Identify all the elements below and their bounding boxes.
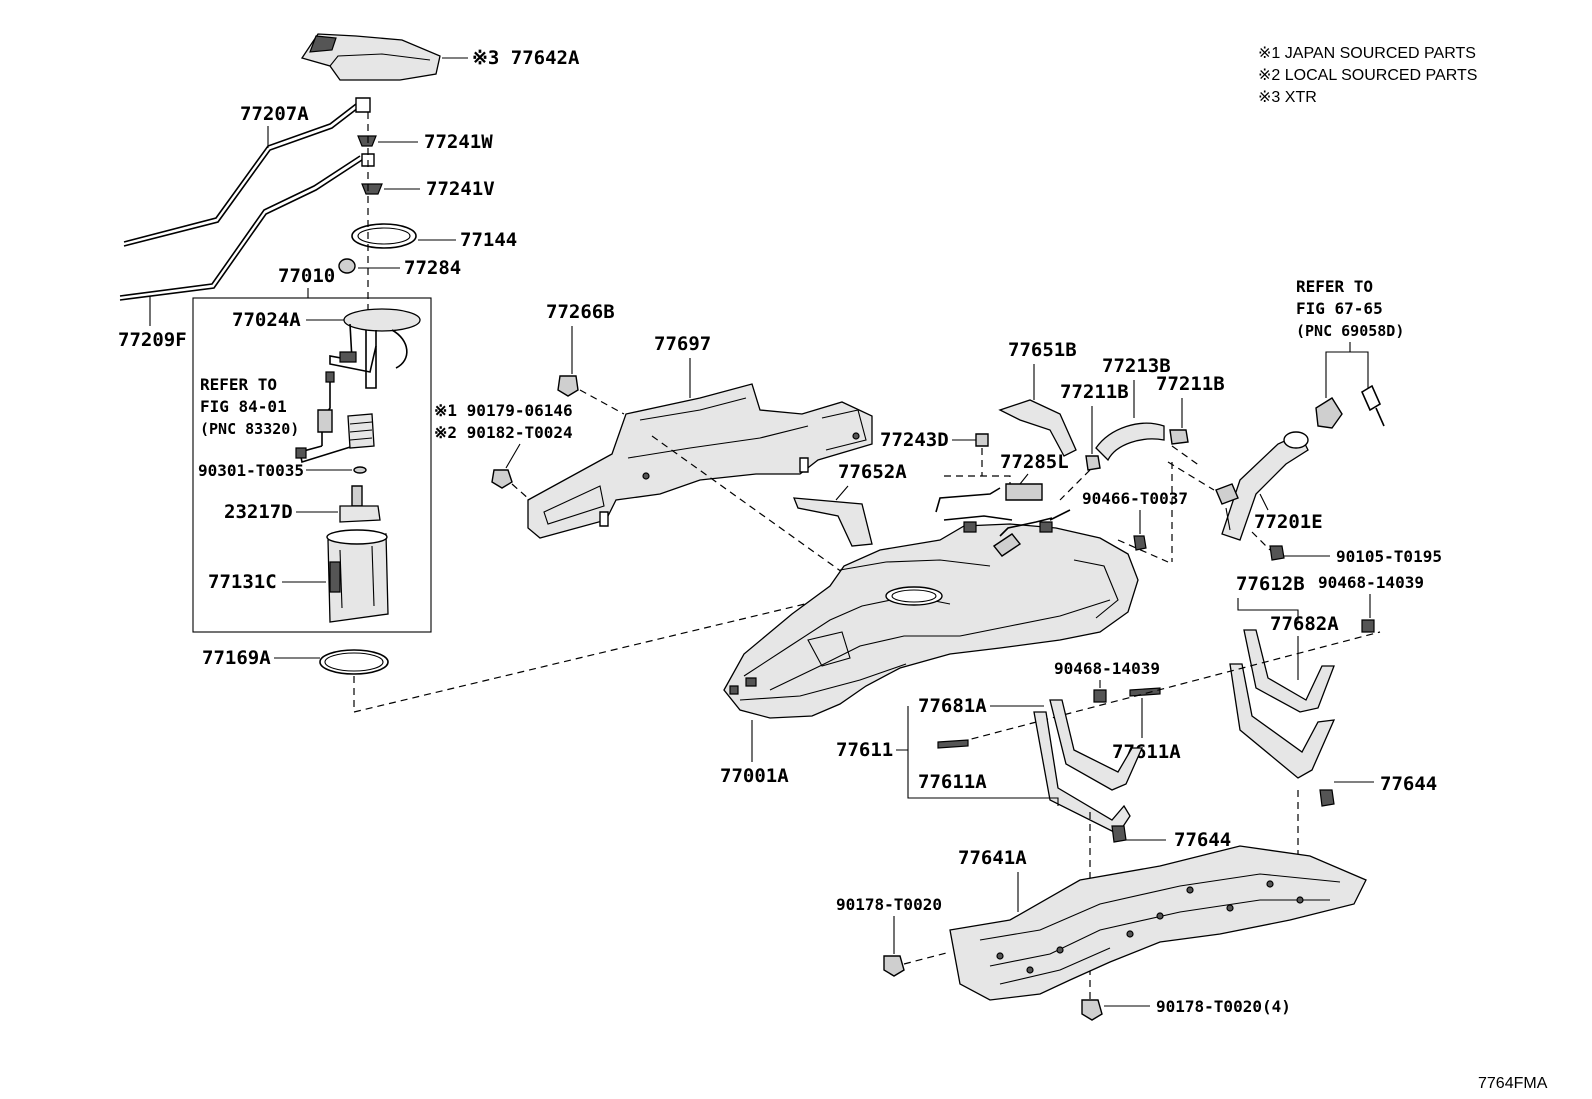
label-77682A[interactable]: 77682A (1270, 613, 1339, 635)
label-77243D[interactable]: 77243D (880, 429, 949, 451)
part-77211B-clamp-a[interactable] (1085, 455, 1101, 471)
label-ref84-line1[interactable]: REFER TO (200, 375, 277, 394)
label-ref84-line2[interactable]: FIG 84-01 (200, 397, 287, 416)
legend: ※1 JAPAN SOURCED PARTS ※2 LOCAL SOURCED … (1258, 45, 1477, 106)
label-77144[interactable]: 77144 (460, 229, 517, 251)
label-90468-14039-a[interactable]: 90468-14039 (1318, 573, 1424, 592)
part-77652A-pad[interactable] (793, 497, 873, 547)
label-77611[interactable]: 77611 (836, 739, 893, 761)
label-90182-T0024[interactable]: ※2 90182-T0024 (434, 423, 573, 442)
label-77266B[interactable]: 77266B (546, 301, 615, 323)
label-77241W[interactable]: 77241W (424, 131, 493, 153)
part-90301-T0035-oring[interactable] (353, 466, 367, 474)
diagram-code: 7764FMA (1478, 1075, 1548, 1092)
part-fuel-cap-lock[interactable] (1315, 384, 1385, 429)
part-90468-14039-clip-a[interactable] (1361, 619, 1375, 633)
label-77207A[interactable]: 77207A (240, 103, 309, 125)
label-77611A-a[interactable]: 77611A (1112, 741, 1181, 763)
part-77611A-bolt-a[interactable] (1129, 687, 1161, 697)
part-77211B-clamp-b[interactable] (1169, 429, 1189, 445)
label-90301-T0035[interactable]: 90301-T0035 (198, 461, 304, 480)
part-77697-heat-shield[interactable] (527, 383, 873, 539)
part-90179-nut[interactable] (491, 469, 513, 489)
legend-2: ※2 LOCAL SOURCED PARTS (1258, 67, 1477, 84)
label-90466-T0037[interactable]: 90466-T0037 (1082, 489, 1188, 508)
label-77611A-b[interactable]: 77611A (918, 771, 987, 793)
label-77644-a[interactable]: 77644 (1380, 773, 1437, 795)
label-77209F[interactable]: 77209F (118, 329, 187, 351)
part-77644-bolt-b[interactable] (1111, 825, 1127, 843)
part-77169A-gasket[interactable] (319, 649, 389, 675)
part-23217D-pump[interactable] (339, 485, 381, 523)
part-90466-T0037-clip[interactable] (1133, 535, 1147, 551)
part-77284-grommet[interactable] (338, 258, 356, 274)
label-77284[interactable]: 77284 (404, 257, 461, 279)
part-77642A-cover[interactable] (300, 33, 441, 81)
part-77612B-rear-strap[interactable] (1229, 629, 1336, 779)
label-77241V[interactable]: 77241V (426, 178, 495, 200)
part-77213B-hose[interactable] (1095, 422, 1165, 462)
label-77201E[interactable]: 77201E (1254, 511, 1323, 533)
part-77285L-bracket[interactable] (1005, 483, 1043, 501)
part-90105-T0195-bolt[interactable] (1269, 545, 1285, 561)
label-77681A[interactable]: 77681A (918, 695, 987, 717)
label-77641A[interactable]: 77641A (958, 847, 1027, 869)
group-77010-box (192, 297, 432, 633)
label-77211B-b[interactable]: 77211B (1156, 373, 1225, 395)
part-fuel-sender[interactable] (295, 371, 361, 464)
label-ref67-line3[interactable]: (PNC 69058D) (1296, 322, 1404, 340)
part-77241V-clip[interactable] (361, 183, 383, 195)
label-77652A[interactable]: 77652A (838, 461, 907, 483)
part-vapor-tube-assembly[interactable] (935, 487, 1071, 557)
legend-3: ※3 XTR (1258, 89, 1317, 106)
part-77144-ring[interactable] (351, 223, 417, 249)
part-77201E-filler-neck[interactable] (1215, 431, 1309, 541)
label-77001A[interactable]: 77001A (720, 765, 789, 787)
legend-1: ※1 JAPAN SOURCED PARTS (1258, 45, 1476, 62)
part-77644-bolt-a[interactable] (1319, 789, 1335, 807)
part-fuel-filter[interactable] (347, 413, 375, 449)
label-77211B-a[interactable]: 77211B (1060, 381, 1129, 403)
label-77131C[interactable]: 77131C (208, 571, 277, 593)
label-23217D[interactable]: 23217D (224, 501, 293, 523)
label-77697[interactable]: 77697 (654, 333, 711, 355)
part-77024A-pump-top[interactable] (329, 308, 421, 389)
label-ref67-line1[interactable]: REFER TO (1296, 277, 1373, 296)
part-77209F-tube[interactable] (119, 153, 375, 301)
label-77169A[interactable]: 77169A (202, 647, 271, 669)
part-90468-14039-clip-b[interactable] (1093, 689, 1107, 703)
part-90178-T0020-bolt-b[interactable] (1081, 999, 1103, 1021)
part-90178-T0020-bolt-a[interactable] (883, 955, 905, 977)
label-90178-T0020-a[interactable]: 90178-T0020 (836, 895, 942, 914)
part-77243D-clip[interactable] (975, 433, 989, 447)
label-77024A[interactable]: 77024A (232, 309, 301, 331)
part-77241W-clip[interactable] (357, 135, 377, 147)
label-77644-b[interactable]: 77644 (1174, 829, 1231, 851)
part-77266B-clip[interactable] (557, 375, 579, 397)
part-77131C-canister[interactable] (326, 529, 389, 623)
label-90178-T0020-4[interactable]: 90178-T0020(4) (1156, 997, 1291, 1016)
label-77213B[interactable]: 77213B (1102, 355, 1171, 377)
label-77285L[interactable]: 77285L (1000, 451, 1069, 473)
label-77010[interactable]: 77010 (278, 265, 335, 287)
label-77651B[interactable]: 77651B (1008, 339, 1077, 361)
label-77612B[interactable]: 77612B (1236, 573, 1305, 595)
part-77681A-front-strap[interactable] (1033, 699, 1144, 835)
part-77651B-pad[interactable] (998, 399, 1077, 457)
label-90105-T0195[interactable]: 90105-T0195 (1336, 547, 1442, 566)
label-90179-06146[interactable]: ※1 90179-06146 (434, 401, 573, 420)
part-77611A-bolt-b[interactable] (937, 739, 969, 749)
label-90468-14039-b[interactable]: 90468-14039 (1054, 659, 1160, 678)
part-77001A-fuel-tank[interactable] (723, 523, 1139, 719)
label-77642A[interactable]: ※3 77642A (472, 47, 580, 69)
label-ref67-line2[interactable]: FIG 67-65 (1296, 299, 1383, 318)
label-ref84-line3[interactable]: (PNC 83320) (200, 420, 299, 438)
part-77641A-skid-plate[interactable] (949, 845, 1367, 1001)
